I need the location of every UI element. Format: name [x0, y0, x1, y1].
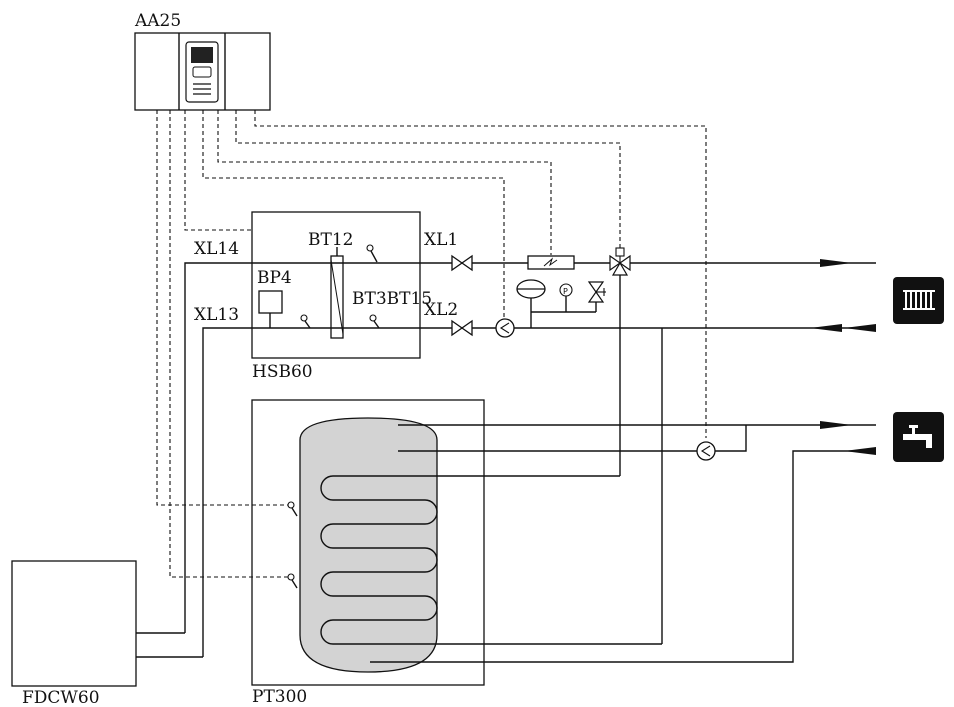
pt300-box: [251, 399, 485, 686]
tank-temperature-sensor-lower: [287, 573, 298, 589]
heat-exchanger: [330, 255, 344, 339]
heating-coil: [320, 475, 662, 645]
control-wires: [156, 110, 707, 578]
temperature-sensor-bt12: [366, 244, 378, 263]
shutoff-valve-xl1: [451, 254, 473, 272]
expansion-vessel: [516, 279, 596, 328]
hot-water-outlet: [398, 421, 876, 429]
label-bt12: BT12: [308, 230, 353, 250]
three-way-valve: [609, 247, 631, 276]
return-pipe-line: [202, 324, 876, 657]
bp4-sensor: [258, 290, 283, 314]
svg-text:P: P: [563, 287, 568, 296]
label-hsb60: HSB60: [252, 362, 313, 382]
label-fdcw60: FDCW60: [22, 688, 100, 707]
aa25-control-unit: [134, 32, 271, 111]
label-pt300: PT300: [252, 687, 307, 707]
temperature-sensor-hsb-left: [300, 314, 311, 329]
label-xl2: XL2: [424, 300, 458, 320]
supply-pipe-line: [184, 259, 876, 633]
label-aa25: AA25: [134, 11, 181, 31]
shutoff-valve-xl2: [451, 319, 473, 337]
display-screen: [191, 47, 213, 63]
label-xl13: XL13: [194, 305, 239, 325]
cold-water-inlet: [370, 447, 876, 663]
tank-temperature-sensor-upper: [287, 501, 298, 517]
label-xl1: XL1: [424, 230, 458, 250]
safety-valve: [587, 281, 606, 312]
radiator-icon: [893, 277, 944, 324]
temperature-sensor-bt3: [369, 314, 380, 329]
label-xl14: XL14: [194, 239, 239, 259]
label-bt3bt15: BT3BT15: [352, 289, 432, 309]
electric-heater: [527, 255, 575, 270]
label-bp4: BP4: [257, 268, 292, 288]
hsb60-box: [251, 211, 421, 359]
water-tap-icon: [893, 412, 944, 462]
hot-water-circulation: [398, 425, 747, 461]
water-tank: [299, 417, 438, 673]
circulation-pump-heating: [495, 318, 515, 338]
fdcw60-unit: [11, 560, 137, 687]
pressure-gauge: P: [559, 283, 573, 312]
